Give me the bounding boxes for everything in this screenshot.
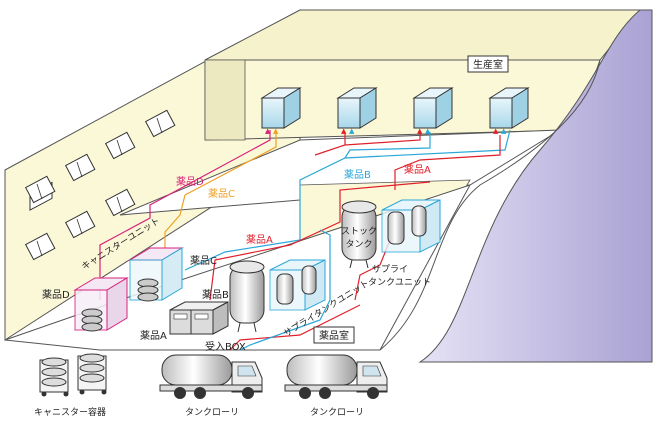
label-supply-tank-unit-2b: タンクユニット bbox=[368, 277, 431, 288]
pipe-drug-a-upper bbox=[394, 135, 501, 190]
canister-unit-right bbox=[128, 247, 184, 302]
supply-tank-unit-right bbox=[381, 199, 441, 253]
label-drug-a-box: 薬品A bbox=[140, 330, 167, 342]
production-units bbox=[260, 87, 530, 129]
window bbox=[64, 153, 96, 182]
label-drug-d-top: 薬品D bbox=[176, 176, 204, 188]
window bbox=[104, 131, 136, 160]
pipe-manifold-blue bbox=[344, 132, 431, 159]
drug-a-storage bbox=[169, 301, 229, 335]
window bbox=[64, 210, 96, 239]
label-canister-container: キャニスター容器 bbox=[34, 406, 106, 418]
production-room-back-wall bbox=[204, 9, 642, 61]
canister-unit-left bbox=[73, 277, 129, 332]
flow-arrows: ▲▲ ▲▲ ▲▲ ▲▲ bbox=[265, 127, 507, 135]
label-tank-lorry-1: タンクローリ bbox=[185, 407, 239, 418]
production-room-label: 生産室 bbox=[467, 55, 509, 73]
supply-tank-unit-middle bbox=[269, 259, 326, 311]
svg-text:生産室: 生産室 bbox=[473, 58, 503, 71]
production-unit bbox=[488, 87, 530, 129]
stock-tank-label-1: ストック bbox=[341, 226, 377, 237]
label-drug-a-mid: 薬品A bbox=[246, 234, 273, 246]
pipe-drug-c-lower bbox=[184, 210, 301, 271]
pipe-drug-a-lower bbox=[209, 181, 431, 301]
tank-lorry-1 bbox=[159, 354, 263, 399]
curved-facade bbox=[418, 9, 653, 363]
window-mullions bbox=[36, 117, 163, 257]
production-room-side-wall bbox=[204, 59, 246, 141]
production-unit bbox=[260, 87, 302, 129]
chemical-room-label: 薬品室 bbox=[313, 326, 355, 344]
label-tank-lorry-2: タンクローリ bbox=[310, 407, 364, 418]
middle-floor bbox=[119, 129, 562, 216]
production-unit bbox=[412, 87, 454, 129]
canister-container-cart bbox=[39, 353, 107, 397]
production-unit bbox=[336, 87, 378, 129]
svg-text:▲: ▲ bbox=[349, 127, 355, 135]
window bbox=[104, 188, 136, 217]
svg-text:▲: ▲ bbox=[265, 127, 271, 135]
pipe-drug-c bbox=[164, 130, 277, 260]
stock-tank: ストック タンク bbox=[341, 200, 377, 269]
pipe-receiving-blue bbox=[239, 299, 331, 351]
label-drug-d-left: 薬品D bbox=[42, 289, 70, 301]
label-drug-b-box: 薬品B bbox=[202, 289, 229, 301]
facade-edge bbox=[379, 59, 601, 351]
svg-text:▲: ▲ bbox=[493, 127, 499, 135]
label-receiving-box: 受入BOX bbox=[205, 341, 246, 353]
svg-text:▲: ▲ bbox=[501, 127, 507, 135]
label-supply-tank-unit-2a: サプライ bbox=[372, 264, 408, 275]
pipes bbox=[99, 129, 511, 351]
pipe-stock-blue bbox=[319, 229, 331, 300]
pipe-drug-d bbox=[99, 130, 271, 300]
label-drug-a-top: 薬品A bbox=[404, 164, 431, 176]
label-drug-b-top: 薬品B bbox=[344, 169, 371, 181]
window bbox=[24, 175, 56, 204]
svg-text:▲: ▲ bbox=[341, 127, 347, 135]
pipe-manifold-red-2 bbox=[344, 132, 421, 146]
svg-text:薬品室: 薬品室 bbox=[319, 329, 349, 342]
svg-text:▲: ▲ bbox=[273, 127, 279, 135]
svg-text:▲: ▲ bbox=[425, 127, 431, 135]
label-drug-c-top: 薬品C bbox=[208, 188, 235, 200]
tank-lorry-2 bbox=[284, 354, 388, 399]
svg-text:▲: ▲ bbox=[417, 127, 423, 135]
label-drug-c-mid: 薬品C bbox=[190, 255, 217, 267]
stock-tank-label-2: タンク bbox=[345, 239, 372, 250]
drug-b-tank bbox=[229, 260, 265, 333]
window bbox=[24, 232, 56, 261]
window bbox=[144, 109, 176, 138]
